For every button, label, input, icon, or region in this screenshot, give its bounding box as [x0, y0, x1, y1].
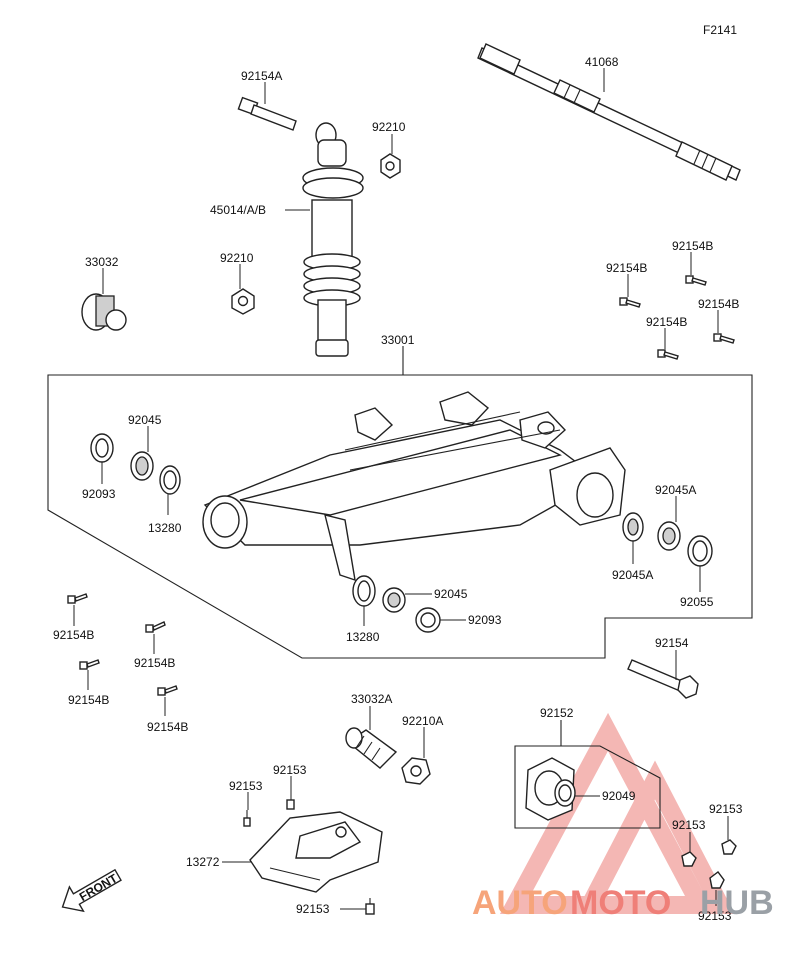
label-92045a-top: 92045A: [655, 483, 696, 497]
bolt-92153-a[interactable]: [243, 810, 251, 827]
label-92093-left: 92093: [82, 487, 116, 501]
bushing-33032a[interactable]: [345, 727, 398, 769]
bolt-92153-b[interactable]: [286, 799, 295, 810]
label-92153-f: 92153: [698, 909, 732, 923]
bolt-92154b-r3[interactable]: [713, 333, 735, 344]
label-41068: 41068: [585, 55, 619, 69]
svg-text:MOTO: MOTO: [570, 884, 671, 922]
label-92153-e: 92153: [709, 802, 743, 816]
label-92210-top: 92210: [372, 120, 406, 134]
collar-13280-left[interactable]: [159, 465, 181, 495]
label-92210-mid: 92210: [220, 251, 254, 265]
label-92154b-r1: 92154B: [672, 239, 713, 253]
label-92154b-l2: 92154B: [134, 656, 175, 670]
label-13272: 13272: [186, 855, 220, 869]
seal-92055[interactable]: [687, 535, 713, 567]
label-92045-left: 92045: [128, 413, 162, 427]
shock-absorber[interactable]: [302, 122, 364, 357]
label-92153-d: 92153: [672, 818, 706, 832]
front-direction-arrow: FRONT: [61, 868, 122, 913]
drive-shaft[interactable]: [477, 43, 741, 181]
label-33001: 33001: [381, 333, 415, 347]
label-92045a-bottom: 92045A: [612, 568, 653, 582]
seal-92093-bottom[interactable]: [415, 607, 441, 633]
bolt-92154b-r4[interactable]: [657, 349, 679, 360]
bolt-92154b-l4[interactable]: [157, 685, 178, 696]
watermark-logo: [499, 712, 735, 914]
diagram-code: F2141: [703, 23, 737, 37]
svg-text:AUTO: AUTO: [472, 884, 568, 922]
label-92154b-l4: 92154B: [147, 720, 188, 734]
bearing-92045-left[interactable]: [130, 451, 154, 481]
label-13280-left: 13280: [148, 521, 182, 535]
svg-text:HUB: HUB: [700, 884, 774, 922]
label-92154: 92154: [655, 636, 689, 650]
label-33032: 33032: [85, 255, 119, 269]
bearing-92045a-b[interactable]: [657, 521, 681, 551]
label-92154a: 92154A: [241, 69, 282, 83]
bolt-92153-d[interactable]: [681, 851, 697, 867]
label-92154b-r3: 92154B: [698, 297, 739, 311]
seal-92049[interactable]: [554, 779, 576, 807]
label-45014: 45014/A/B: [210, 203, 266, 217]
bolt-92154b-l3[interactable]: [79, 659, 100, 670]
label-92154b-r4: 92154B: [646, 315, 687, 329]
swingarm-callout-outline: [47, 346, 753, 659]
label-13280-bottom: 13280: [346, 630, 380, 644]
bolt-92154b-l2[interactable]: [145, 621, 166, 633]
bearing-92045a-a[interactable]: [622, 512, 644, 542]
label-92049: 92049: [602, 789, 636, 803]
label-92093-bottom: 92093: [468, 613, 502, 627]
bushing-33032[interactable]: [81, 293, 127, 331]
bearing-92045-bottom[interactable]: [382, 587, 406, 613]
bolt-92154b-r2[interactable]: [619, 297, 641, 308]
label-92153-b: 92153: [273, 763, 307, 777]
label-33032a: 33032A: [351, 692, 392, 706]
label-92154b-l3: 92154B: [68, 693, 109, 707]
label-92153-a: 92153: [229, 779, 263, 793]
bolt-92153-f[interactable]: [709, 871, 725, 889]
front-label: FRONT: [77, 871, 120, 904]
nut-92210-mid[interactable]: [231, 288, 255, 315]
bolt-92153-e[interactable]: [721, 839, 737, 855]
pivot-bolt-92154[interactable]: [627, 659, 699, 699]
label-92152: 92152: [540, 706, 574, 720]
bolt-92153-c[interactable]: [365, 898, 375, 915]
swingarm[interactable]: [202, 391, 626, 582]
label-92045-bottom: 92045: [434, 587, 468, 601]
label-92055: 92055: [680, 595, 714, 609]
collar-13280-bottom[interactable]: [352, 575, 376, 607]
bolt-92154b-l1[interactable]: [67, 593, 88, 604]
cover-callout-outline: [514, 720, 661, 829]
nut-92210a[interactable]: [401, 757, 431, 785]
nut-92210-top[interactable]: [380, 153, 401, 179]
label-92154b-l1: 92154B: [53, 628, 94, 642]
label-92210a: 92210A: [402, 714, 443, 728]
bolt-92154b-r1[interactable]: [685, 275, 707, 286]
seal-92093-left[interactable]: [90, 433, 114, 463]
guard-plate-13272[interactable]: [249, 811, 383, 893]
label-92153-c: 92153: [296, 902, 330, 916]
label-92154b-r2: 92154B: [606, 261, 647, 275]
watermark-text: AUTO MOTO HUB: [472, 884, 774, 922]
bolt-92154a[interactable]: [237, 96, 297, 131]
